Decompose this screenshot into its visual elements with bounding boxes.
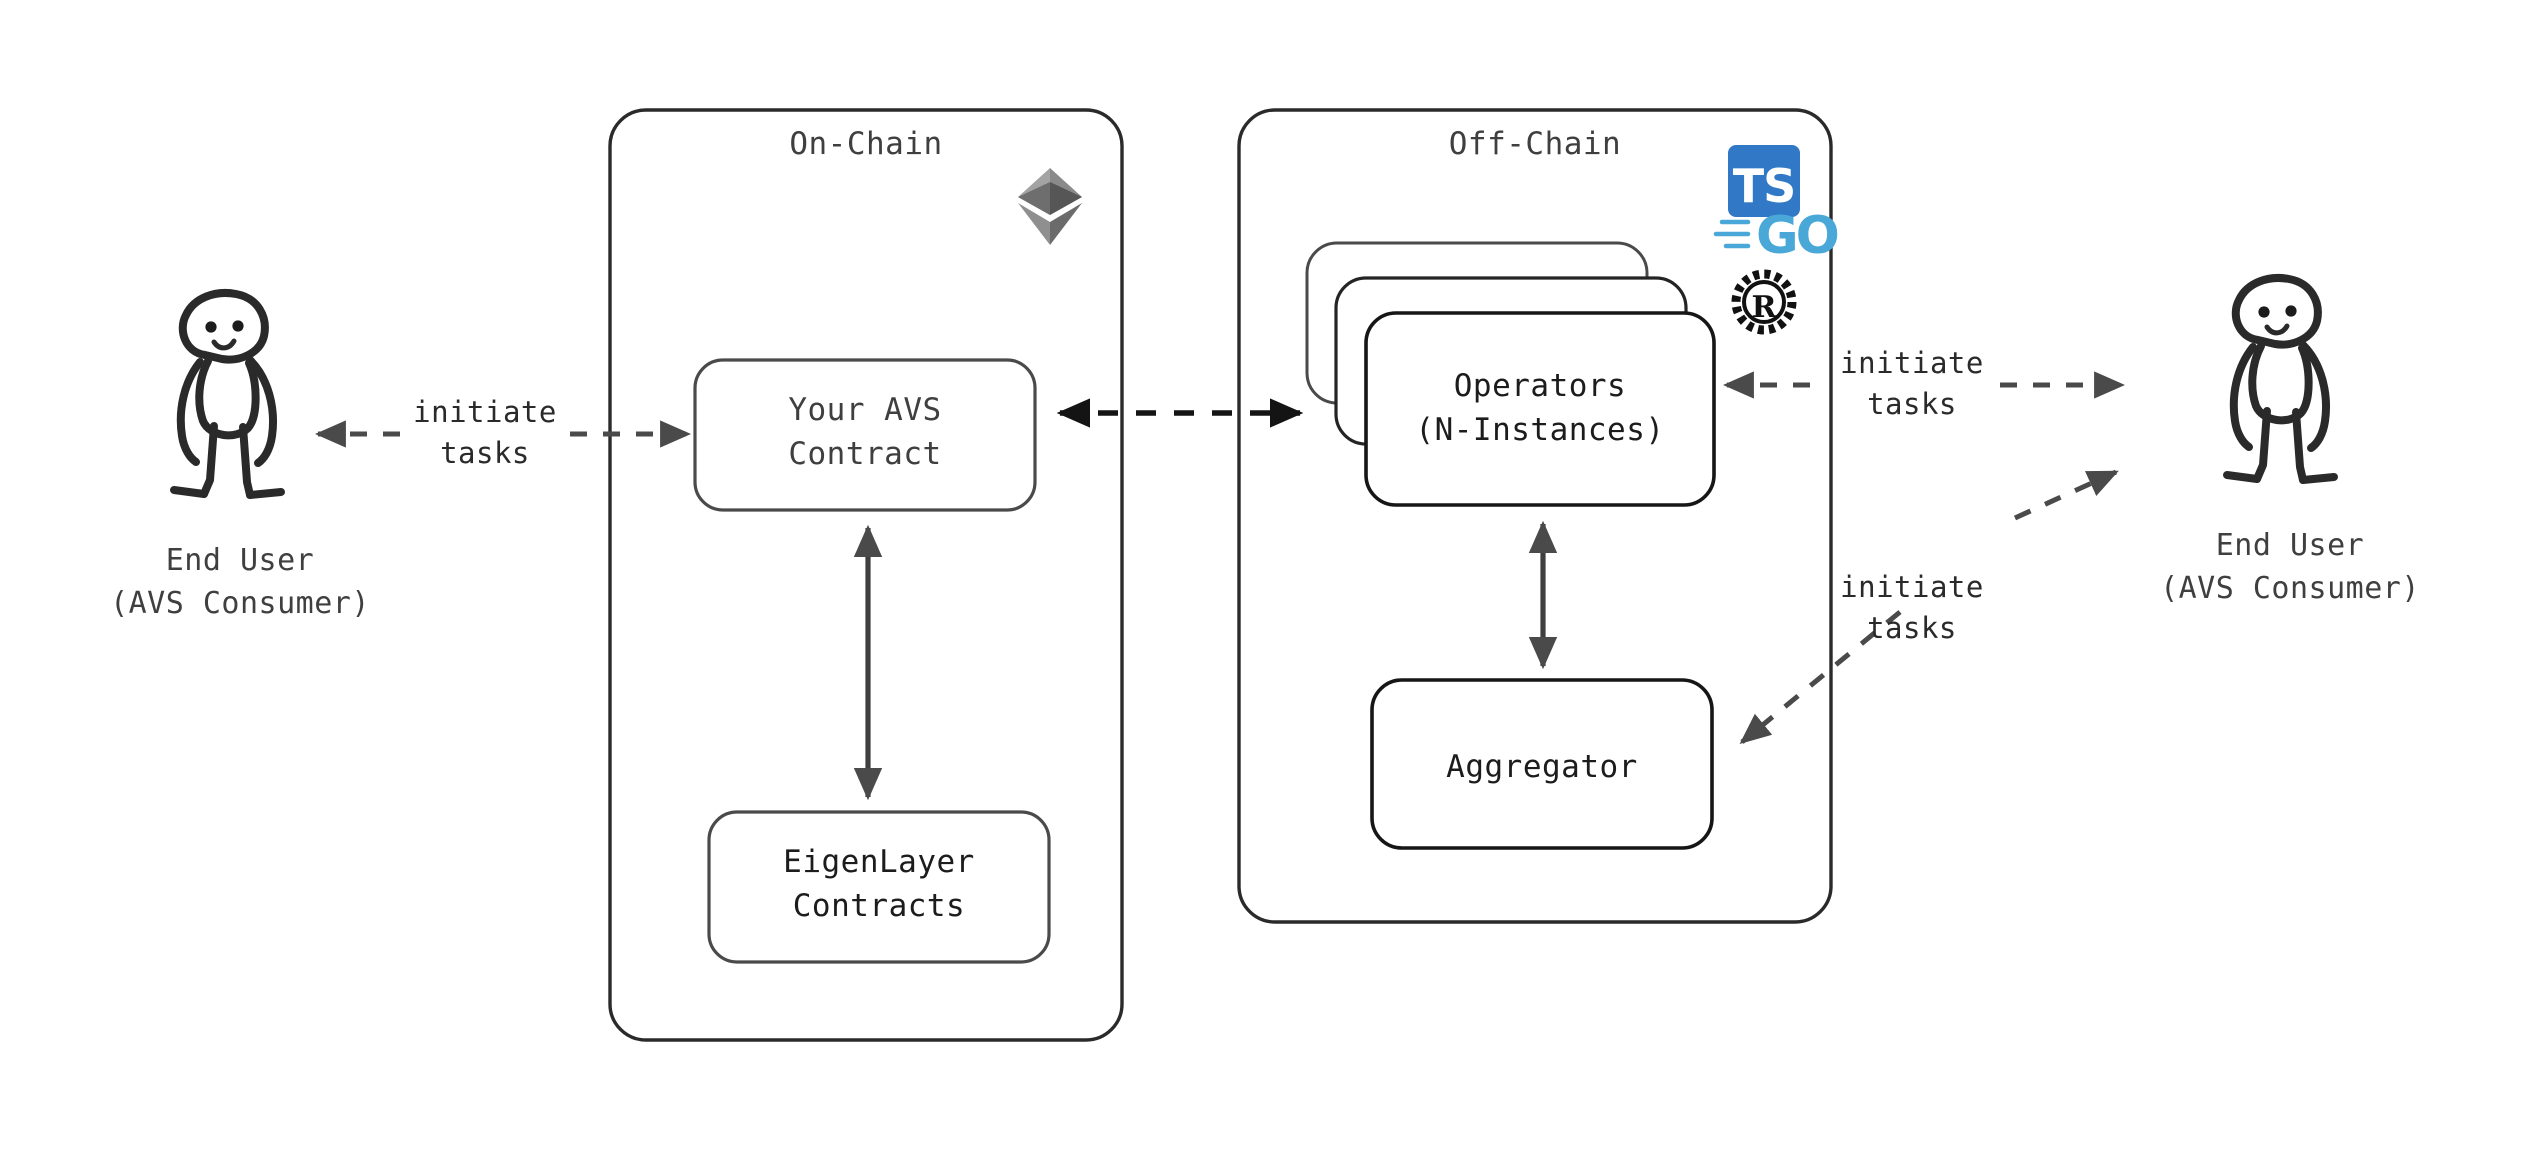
zone-title-off-chain: Off-Chain: [1448, 126, 1622, 162]
actor-label-end-user-left-line2: (AVS Consumer): [110, 585, 370, 621]
zone-title-on-chain: On-Chain: [789, 126, 943, 162]
edge-user-right-to-aggregator-tail: [2013, 469, 2119, 521]
rust-logo: R: [1731, 269, 1797, 335]
actor-label-end-user-left: End User (AVS Consumer): [20, 540, 460, 625]
zone-container-off-chain: [1237, 108, 1833, 924]
edge-label-user-right-operators-line1: initiate: [1840, 346, 1984, 380]
svg-text:TS: TS: [1733, 159, 1796, 213]
edge-label-user-left-to-avs-contract: initiate tasks: [395, 392, 575, 474]
actor-label-end-user-left-line1: End User: [165, 543, 315, 578]
node-label-avs-contract-line1: Your AVS: [788, 392, 942, 428]
ethereum-logo: [1018, 168, 1082, 245]
node-label-avs-contract-line2: Contract: [788, 436, 942, 473]
node-label-operators: Operators (N-Instances): [1366, 364, 1714, 452]
edge-label-user-right-aggregator-line2: tasks: [1867, 611, 1957, 646]
node-label-operators-line1: Operators: [1453, 368, 1627, 404]
node-box-eigenlayer-contracts[interactable]: [707, 810, 1051, 964]
node-label-eigenlayer-line2: Contracts: [792, 888, 966, 925]
typescript-logo: TS: [1728, 145, 1800, 217]
node-label-avs-contract: Your AVS Contract: [695, 388, 1035, 476]
golang-logo: GO: [1713, 206, 1841, 266]
node-label-aggregator-line1: Aggregator: [1446, 749, 1638, 785]
edge-label-user-right-to-operators: initiate tasks: [1822, 343, 2002, 425]
node-label-eigenlayer-line1: EigenLayer: [783, 844, 975, 880]
node-box-aggregator[interactable]: [1370, 678, 1714, 850]
node-label-aggregator: Aggregator: [1372, 745, 1712, 789]
zone-container-on-chain: [608, 108, 1124, 1042]
node-box-operators[interactable]: [1364, 311, 1716, 507]
edge-label-user-left-line1: initiate: [413, 395, 557, 429]
node-label-operators-line2: (N-Instances): [1415, 412, 1665, 449]
svg-text:R: R: [1752, 290, 1778, 325]
actor-label-end-user-right-line2: (AVS Consumer): [2160, 570, 2420, 606]
actor-label-end-user-right-line1: End User: [2215, 528, 2365, 563]
edge-label-user-right-aggregator-line1: initiate: [1840, 570, 1984, 604]
edge-label-user-right-to-aggregator: initiate tasks: [1822, 567, 2002, 649]
actor-icon-end-user-right: [2223, 274, 2338, 484]
edge-user-right-to-aggregator-head: [1739, 610, 1902, 744]
node-box-avs-contract[interactable]: [693, 358, 1037, 512]
actor-icon-end-user-left: [170, 289, 285, 499]
edge-label-user-left-line2: tasks: [440, 436, 530, 471]
edge-label-user-right-operators-line2: tasks: [1867, 387, 1957, 422]
svg-text:GO: GO: [1756, 206, 1838, 266]
actor-label-end-user-right: End User (AVS Consumer): [2070, 525, 2510, 610]
